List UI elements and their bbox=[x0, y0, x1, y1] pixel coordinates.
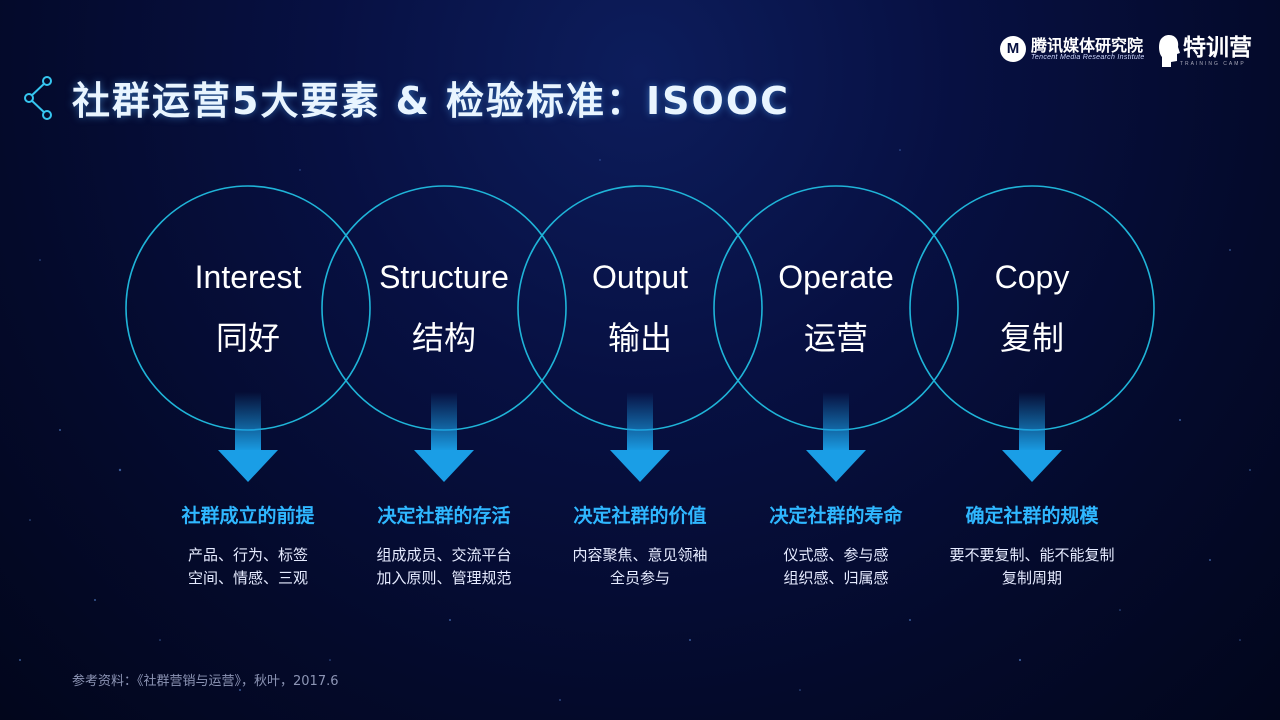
pillar-detail-2: 加入原则、管理规范 bbox=[376, 569, 512, 587]
pillar-detail-2: 复制周期 bbox=[1001, 569, 1062, 587]
page-title: 社群运营5大要素 & 检验标准：ISOOC bbox=[72, 79, 791, 123]
training-camp-en: TRAINING CAMP bbox=[1180, 61, 1246, 67]
title-bar: 社群运营5大要素 & 检验标准：ISOOC bbox=[22, 70, 790, 125]
tencent-logo-cn: 腾讯媒体研究院 bbox=[1031, 36, 1144, 55]
reference-note: 参考资料：《社群营销与运营》，秋叶，2017.6 bbox=[72, 674, 339, 689]
pillar-en-label: Structure bbox=[379, 259, 509, 295]
down-arrow-icon bbox=[1002, 392, 1062, 482]
tencent-media-logo: M 腾讯媒体研究院 Tencent Media Research Institu… bbox=[1000, 36, 1145, 62]
pillar-detail-1: 内容聚焦、意见领袖 bbox=[572, 546, 708, 564]
pillar-heading: 确定社群的规模 bbox=[965, 505, 1099, 527]
pillar-cn-label: 结构 bbox=[411, 319, 476, 357]
pillar-en-label: Operate bbox=[778, 259, 894, 295]
pillar-en-label: Interest bbox=[194, 259, 302, 295]
pillar-en-label: Copy bbox=[994, 259, 1070, 295]
pillar-detail-1: 要不要复制、能不能复制 bbox=[949, 546, 1115, 564]
pillar-detail-2: 全员参与 bbox=[609, 569, 670, 587]
training-camp-cn: 特训营 bbox=[1183, 35, 1252, 61]
pillar-heading: 决定社群的寿命 bbox=[769, 505, 903, 527]
profile-head-icon bbox=[1159, 35, 1180, 67]
down-arrow-icon bbox=[610, 392, 670, 482]
pillar-cn-label: 复制 bbox=[999, 319, 1064, 357]
pillar-detail-1: 产品、行为、标签 bbox=[187, 546, 308, 564]
down-arrow-icon bbox=[414, 392, 474, 482]
pillar-heading: 社群成立的前提 bbox=[181, 505, 315, 527]
down-arrow-icon bbox=[806, 392, 866, 482]
pillar-heading: 决定社群的存活 bbox=[377, 505, 511, 527]
tencent-logo-en: Tencent Media Research Institute bbox=[1031, 54, 1145, 61]
pillar-heading: 决定社群的价值 bbox=[573, 505, 707, 527]
pillar-detail-2: 空间、情感、三观 bbox=[187, 569, 308, 587]
pillar-detail-1: 仪式感、参与感 bbox=[783, 546, 889, 564]
pillar-detail-1: 组成成员、交流平台 bbox=[376, 546, 512, 564]
pillar-cn-label: 输出 bbox=[607, 319, 672, 357]
down-arrow-icon bbox=[218, 392, 278, 482]
share-icon bbox=[24, 75, 52, 120]
pillar-detail-2: 组织感、归属感 bbox=[783, 569, 889, 587]
tencent-logo-mark: M bbox=[1000, 36, 1026, 62]
training-camp-logo: 特训营 TRAINING CAMP bbox=[1158, 33, 1252, 69]
pillar-cn-label: 运营 bbox=[803, 319, 868, 357]
pillar-cn-label: 同好 bbox=[215, 319, 280, 357]
pillar-en-label: Output bbox=[591, 259, 689, 295]
